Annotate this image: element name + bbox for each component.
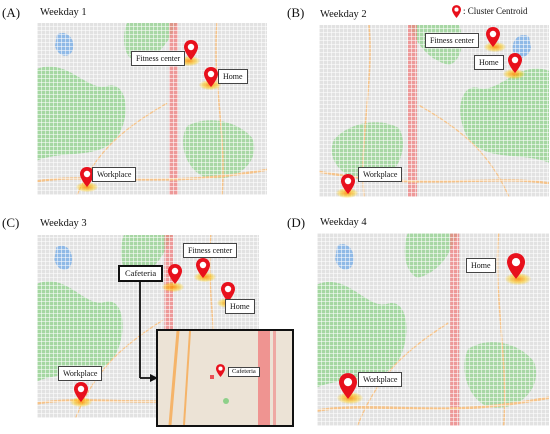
legend-label: : Cluster Centroid bbox=[463, 6, 528, 16]
map-panel-b[interactable] bbox=[319, 25, 549, 197]
workplace-label: Workplace bbox=[358, 372, 403, 387]
home-label: Home bbox=[466, 258, 496, 273]
home-pin-icon[interactable] bbox=[204, 67, 218, 87]
workplace-label: Workplace bbox=[58, 366, 103, 381]
map-panel-a[interactable] bbox=[37, 23, 267, 195]
workplace-label: Workplace bbox=[358, 167, 403, 182]
cafeteria-inset-pin-icon bbox=[216, 364, 225, 377]
home-label: Home bbox=[218, 69, 248, 84]
home-label: Home bbox=[474, 55, 504, 70]
fitness-center-label: Fitness center bbox=[425, 33, 480, 48]
map-pin-icon bbox=[452, 5, 461, 18]
workplace-pin-icon[interactable] bbox=[74, 382, 88, 402]
cafeteria-pin-icon[interactable] bbox=[168, 264, 182, 284]
cafeteria-label: Cafeteria bbox=[118, 265, 164, 282]
cafeteria-inset-label: Cafeteria bbox=[228, 367, 260, 377]
workplace-label: Workplace bbox=[92, 167, 137, 182]
fitness-center-pin-icon[interactable] bbox=[184, 40, 198, 60]
panel-d-letter: (D) bbox=[287, 215, 306, 230]
home-pin-icon[interactable] bbox=[508, 53, 522, 73]
home-pin-icon[interactable] bbox=[507, 253, 525, 279]
fitness-center-label: Fitness center bbox=[131, 51, 186, 66]
fitness-center-pin-icon[interactable] bbox=[196, 258, 210, 278]
fitness-center-pin-icon[interactable] bbox=[486, 27, 500, 47]
panel-b-title: Weekday 2 bbox=[320, 9, 367, 20]
panel-a-letter: (A) bbox=[2, 5, 21, 20]
home-label: Home bbox=[225, 299, 255, 314]
zoom-inset: Cafeteria bbox=[156, 329, 294, 427]
panel-a-title: Weekday 1 bbox=[40, 7, 87, 18]
fitness-center-label: Fitness center bbox=[183, 243, 238, 258]
workplace-pin-icon[interactable] bbox=[339, 373, 357, 399]
panel-d-title: Weekday 4 bbox=[320, 217, 367, 228]
panel-b-letter: (B) bbox=[287, 5, 305, 20]
panel-c-title: Weekday 3 bbox=[40, 218, 87, 229]
workplace-pin-icon[interactable] bbox=[341, 174, 355, 194]
panel-c-letter: (C) bbox=[2, 215, 20, 230]
